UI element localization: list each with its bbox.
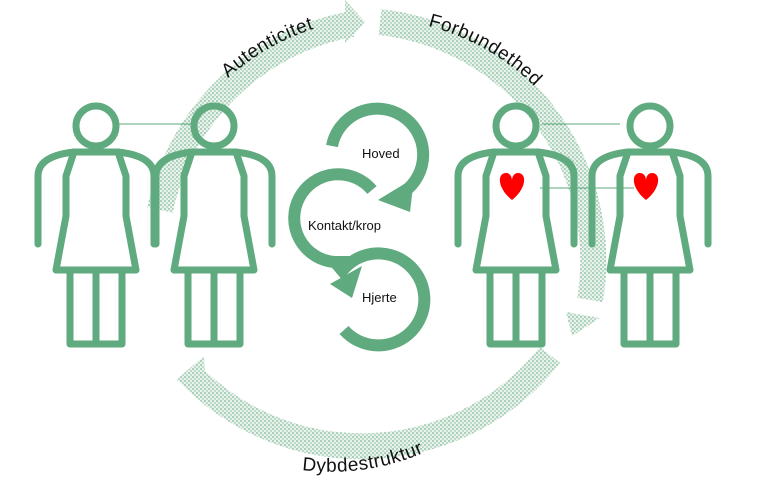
person-icon-4 xyxy=(592,106,708,344)
cycle-arrow-bottom xyxy=(176,346,561,460)
cycle-arrow-top xyxy=(147,0,365,213)
heart-icon-1 xyxy=(499,173,525,200)
center-label-kontakt: Kontakt/krop xyxy=(308,218,381,233)
center-arrow-hjerte xyxy=(330,247,431,352)
person-icon-1 xyxy=(38,106,154,344)
heart-icon-2 xyxy=(633,173,659,200)
center-label-hjerte: Hjerte xyxy=(362,290,397,305)
center-arrow-hoved xyxy=(326,102,430,212)
center-label-hoved: Hoved xyxy=(362,146,400,161)
